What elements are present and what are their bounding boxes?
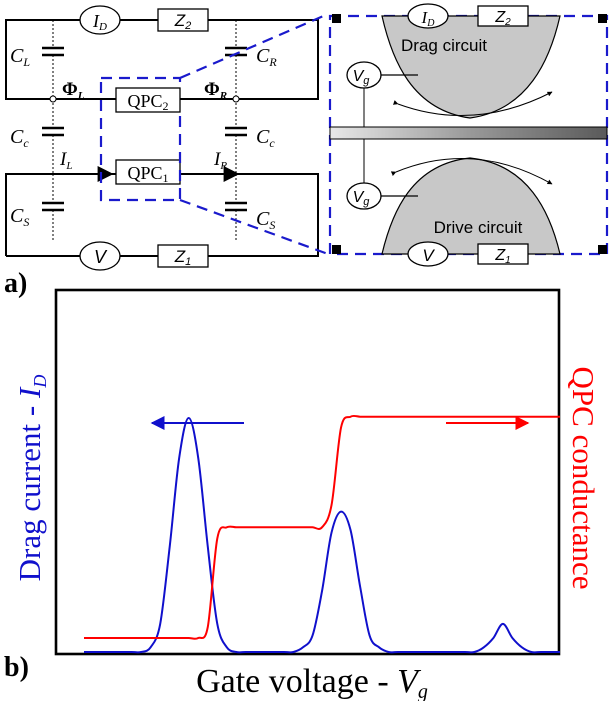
zoom-z1-label: Z1 [494,247,510,266]
zoom-drag-z2 [477,5,529,27]
gate-voltage-bottom [346,182,382,210]
qpc2-label: QPC2 [127,91,168,113]
zoom-drive-meter [407,241,449,267]
right-axis-label: QPC conductance [566,367,601,590]
drag-current-meter [79,5,121,35]
drive-circuit-region [381,157,561,255]
zoom-inset: ID Z2 Drag circuit Vg Drive circuit V Z1… [328,3,609,267]
zoom-z2-label: Z2 [494,9,511,28]
drive-source-label: V [94,247,108,267]
zoom-drag-meter [407,3,449,29]
phi-l-label: ΦL [62,79,85,102]
cl-label: CL [10,45,30,69]
ir-label: IR [213,149,227,172]
zoom-line-top [179,12,329,80]
drag-flow-arrow [392,91,553,116]
gate-top-label: Vg [353,68,371,87]
cc-left-label: Cc [10,126,29,150]
drive-circuit-label: Drive circuit [434,218,523,237]
drag-circuit-label: Drag circuit [401,36,487,55]
drag-circuit-region [381,15,561,119]
x-axis-label: Gate voltage - Vg [196,663,428,701]
left-capacitor-column [42,20,64,240]
qpc2-box [115,87,181,113]
left-axis-label: Drag current - ID [12,375,50,582]
z2-label: Z2 [174,11,192,32]
panel-b-label: b) [4,652,29,683]
cs-left-label: CS [10,205,29,229]
chart-panel-b: Drag current - ID QPC conductance Gate v… [12,288,601,701]
gate-bottom-label: Vg [353,189,371,208]
impedance-z2 [157,8,209,32]
drag-current-curve [84,417,560,654]
il-label: IL [59,149,72,172]
cs-right-label: CS [256,208,275,232]
panel-a-label: a) [4,268,27,299]
zoom-drive-z1 [477,243,529,265]
zoom-line-bottom [179,198,329,256]
cr-label: CR [256,45,277,69]
drag-meter-label: ID [92,11,107,33]
qpc1-label: QPC1 [127,163,168,185]
cc-right-label: Cc [256,126,275,150]
zoom-drag-meter-label: ID [421,8,436,29]
drive-flow-arrow [390,158,553,185]
drive-voltage-source [79,241,121,271]
zoom-drive-meter-label: V [422,246,435,265]
circuit-schematic: ID Z2 V Z1 [5,5,329,271]
phi-r-label: ΦR [204,79,227,102]
impedance-z1 [157,244,209,268]
drive-circuit-wire [5,173,319,257]
z1-label: Z1 [174,247,192,268]
qpc-conductance-curve [83,414,560,640]
chart-frame [54,288,561,656]
qpc1-box [115,159,181,185]
chart-series-group [83,414,560,654]
separation-bar [329,126,608,140]
